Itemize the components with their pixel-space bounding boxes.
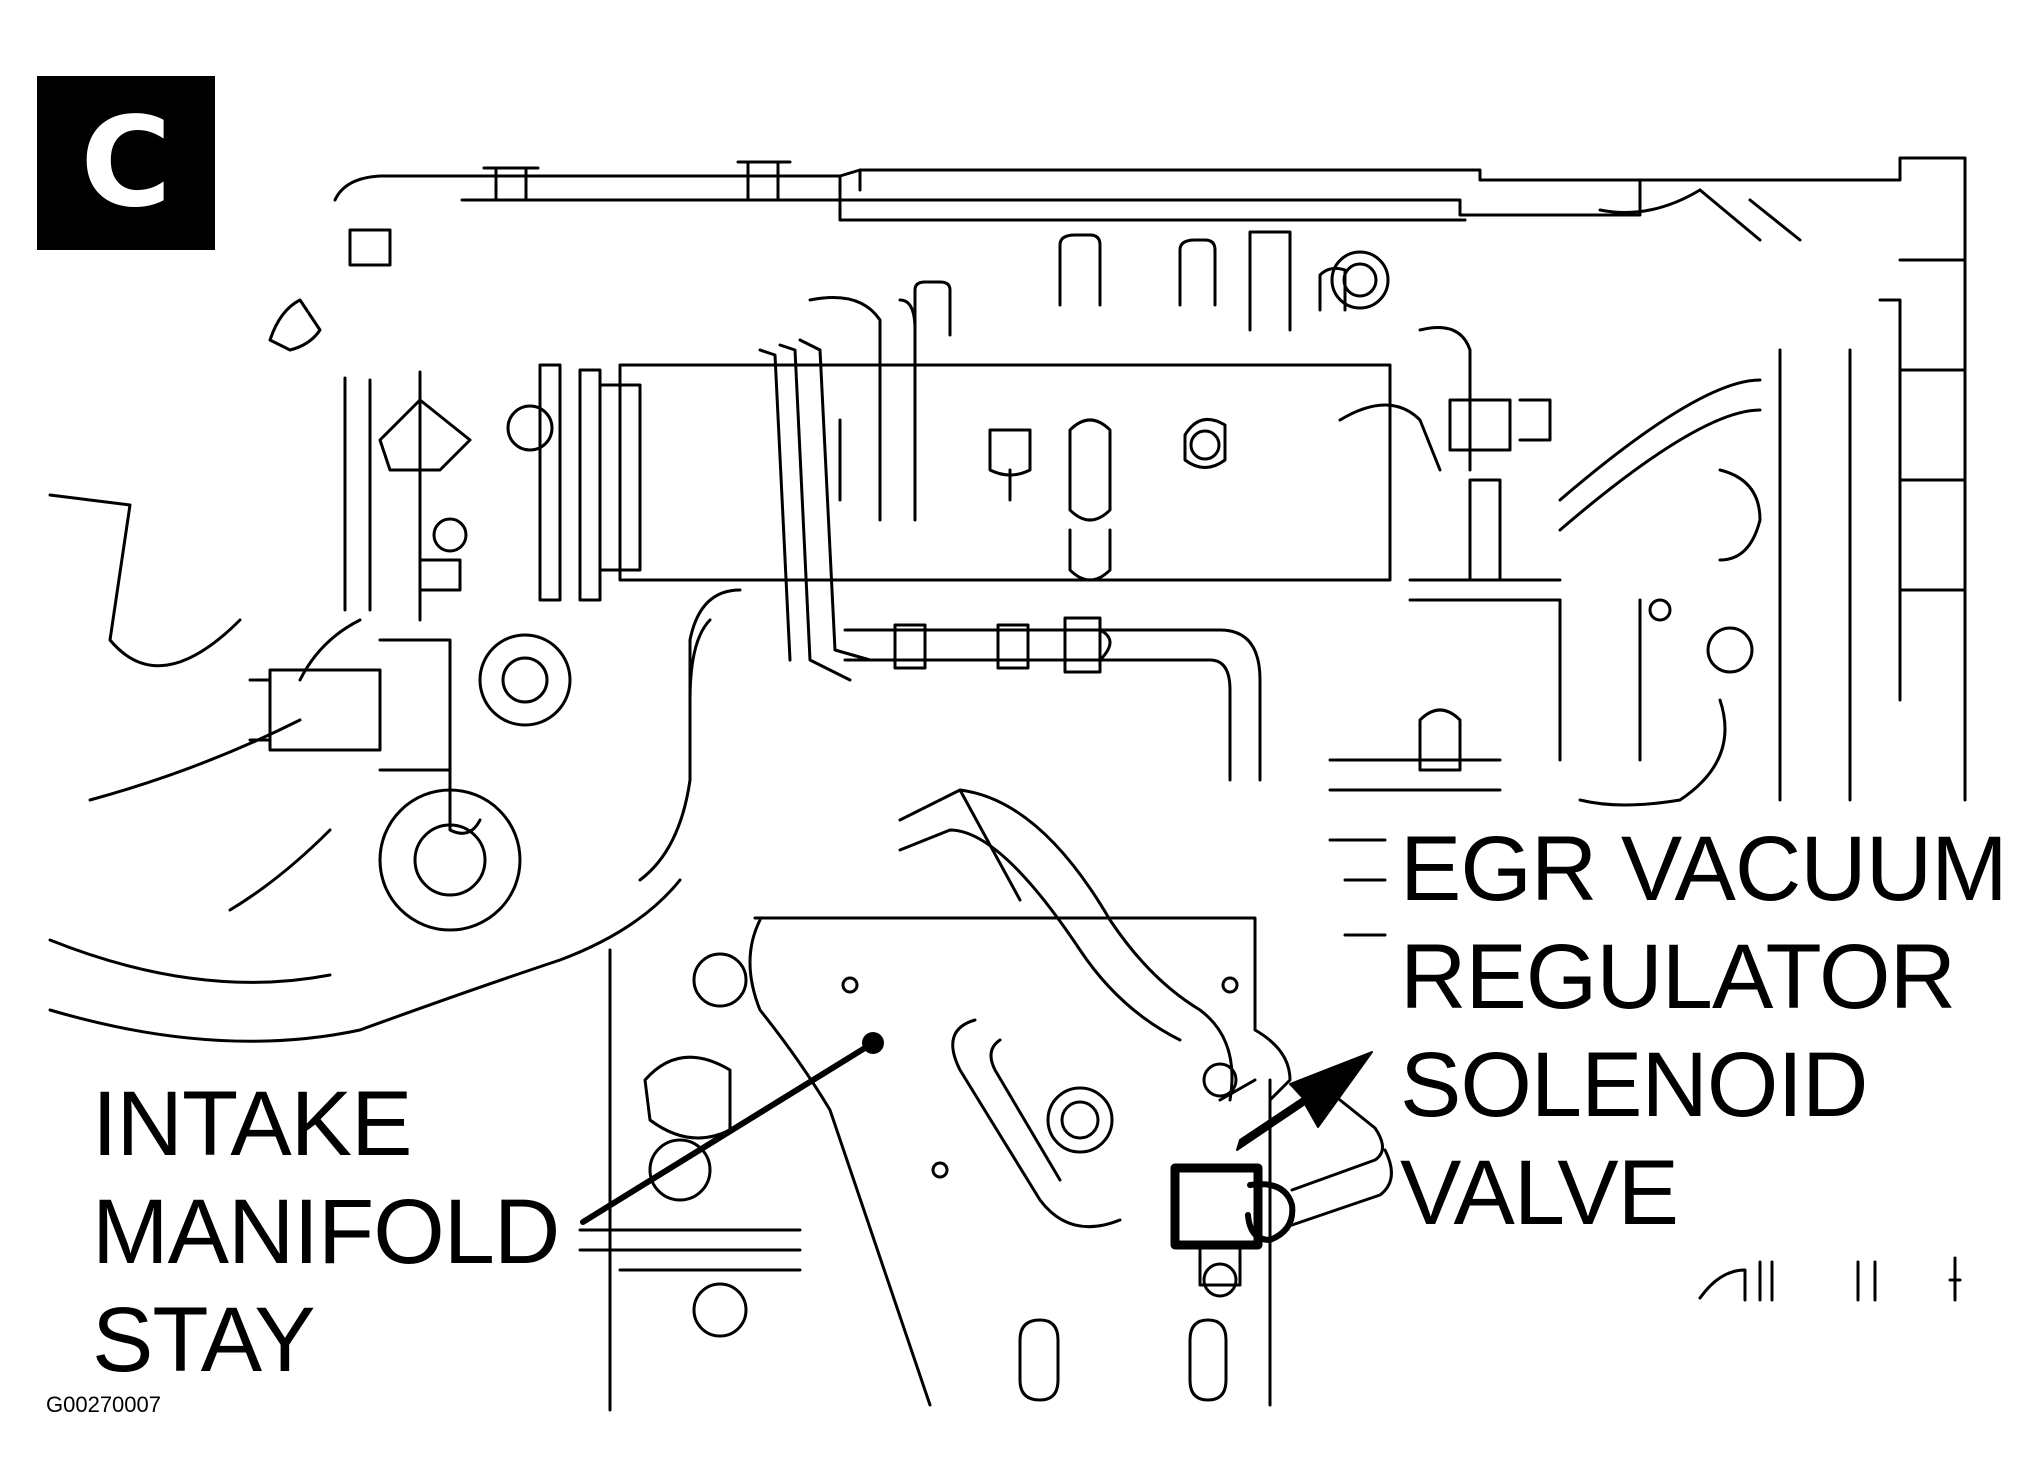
callout-line: INTAKE — [92, 1073, 412, 1175]
intake-manifold-stay-plate — [753, 916, 1292, 1407]
panel-letter: C — [80, 91, 172, 235]
sleeved-hose — [898, 788, 1234, 1102]
intake-plenum-outline — [333, 156, 1967, 802]
horizontal-vacuum-hose — [843, 628, 1262, 782]
callout-line: STAY — [92, 1289, 316, 1391]
callout-line: VALVE — [1400, 1142, 1679, 1244]
stay-leader-dot — [862, 1032, 884, 1054]
callout-arrow — [1236, 1051, 1373, 1151]
intake-stay-callout: INTAKE MANIFOLD STAY — [92, 1070, 560, 1394]
manifold-body — [618, 363, 1392, 582]
panel-letter-badge: C — [37, 76, 215, 250]
egr-solenoid-valve — [1170, 1098, 1393, 1287]
figure-id: G00270007 — [46, 1392, 161, 1417]
callout-line: SOLENOID — [1400, 1034, 1868, 1136]
center-vacuum-hose — [638, 588, 742, 882]
callout-line: MANIFOLD — [92, 1181, 560, 1283]
stay-leader-line — [580, 1040, 876, 1225]
callout-line: EGR VACUUM — [1400, 818, 2008, 920]
egr-valve-callout: EGR VACUUM REGULATOR SOLENOID VALVE — [1400, 815, 2008, 1247]
callout-line: REGULATOR — [1400, 926, 1956, 1028]
